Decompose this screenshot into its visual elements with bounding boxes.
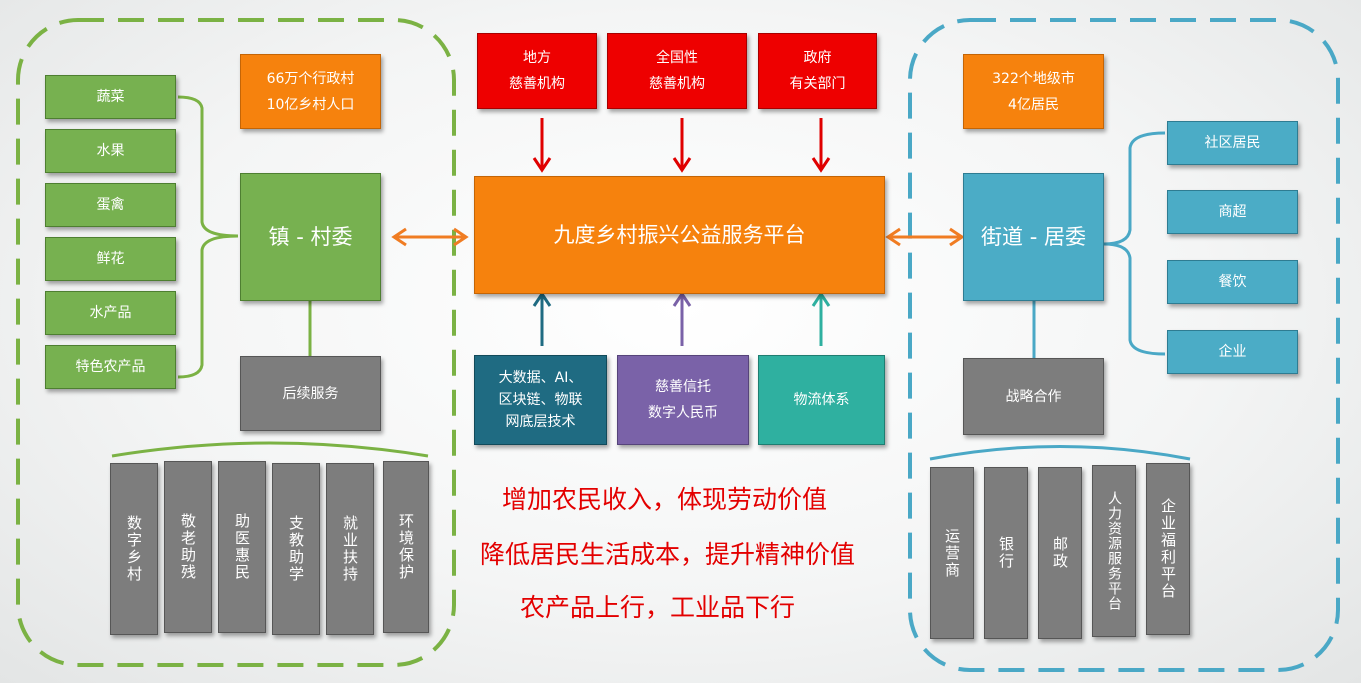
slogan-1: 增加农民收入，体现劳动价值: [502, 485, 828, 514]
left-column-employment: 就业扶持: [326, 463, 374, 635]
right-hub-street-residents: 街道 - 居委: [963, 173, 1104, 301]
left-double-arrow: [391, 227, 469, 247]
left-column-medical-aid: 助医惠民: [218, 461, 266, 633]
slogan-3: 农产品上行，工业品下行: [520, 593, 796, 622]
source-local-charity: 地方 慈善机构: [477, 33, 597, 109]
right-brace: [1103, 131, 1166, 356]
product-specialty: 特色农产品: [45, 345, 176, 389]
left-column-digital-village: 数字乡村: [110, 463, 158, 635]
right-stats: 322个地级市 4亿居民: [963, 54, 1104, 129]
right-column-operator: 运营商: [930, 467, 974, 639]
right-column-post: 邮政: [1038, 467, 1082, 639]
platform-center: 九度乡村振兴公益服务平台: [474, 176, 885, 294]
left-stats: 66万个行政村 10亿乡村人口: [240, 54, 381, 129]
left-hub-town-village: 镇 - 村委: [240, 173, 381, 301]
left-column-environment: 环境保护: [383, 461, 429, 633]
right-strategic-partner: 战略合作: [963, 358, 1104, 435]
right-column-welfare-platform: 企业福利平台: [1146, 463, 1190, 635]
product-aquatic: 水产品: [45, 291, 176, 335]
consumer-supermarket: 商超: [1167, 190, 1298, 234]
purple-up-arrow: [672, 291, 692, 346]
left-column-education-aid: 支教助学: [272, 463, 320, 635]
right-column-bank: 银行: [984, 467, 1028, 639]
support-charity-trust: 慈善信托 数字人民币: [617, 355, 749, 445]
source-national-charity: 全国性 慈善机构: [607, 33, 747, 109]
product-flowers: 鲜花: [45, 237, 176, 281]
right-column-hr-platform: 人力资源服务平台: [1092, 465, 1136, 637]
consumer-enterprise: 企业: [1167, 330, 1298, 374]
support-tech: 大数据、AI、 区块链、物联 网底层技术: [474, 355, 607, 445]
product-fruit: 水果: [45, 129, 176, 173]
red-arrows: [532, 118, 831, 173]
source-government: 政府 有关部门: [758, 33, 877, 109]
teal-up-arrow: [532, 291, 552, 346]
left-brace: [177, 95, 239, 379]
product-vegetables: 蔬菜: [45, 75, 176, 119]
product-eggs-poultry: 蛋禽: [45, 183, 176, 227]
slogan-2: 降低居民生活成本，提升精神价值: [480, 540, 856, 569]
left-columns-arc: [111, 441, 429, 458]
right-columns-arc: [929, 445, 1191, 461]
right-double-arrow: [885, 227, 965, 247]
consumer-catering: 餐饮: [1167, 260, 1298, 304]
support-logistics: 物流体系: [758, 355, 885, 445]
cyan-up-arrow: [811, 291, 831, 346]
left-followup-service: 后续服务: [240, 356, 381, 431]
consumer-community-residents: 社区居民: [1167, 121, 1298, 165]
left-column-elderly-care: 敬老助残: [164, 461, 212, 633]
